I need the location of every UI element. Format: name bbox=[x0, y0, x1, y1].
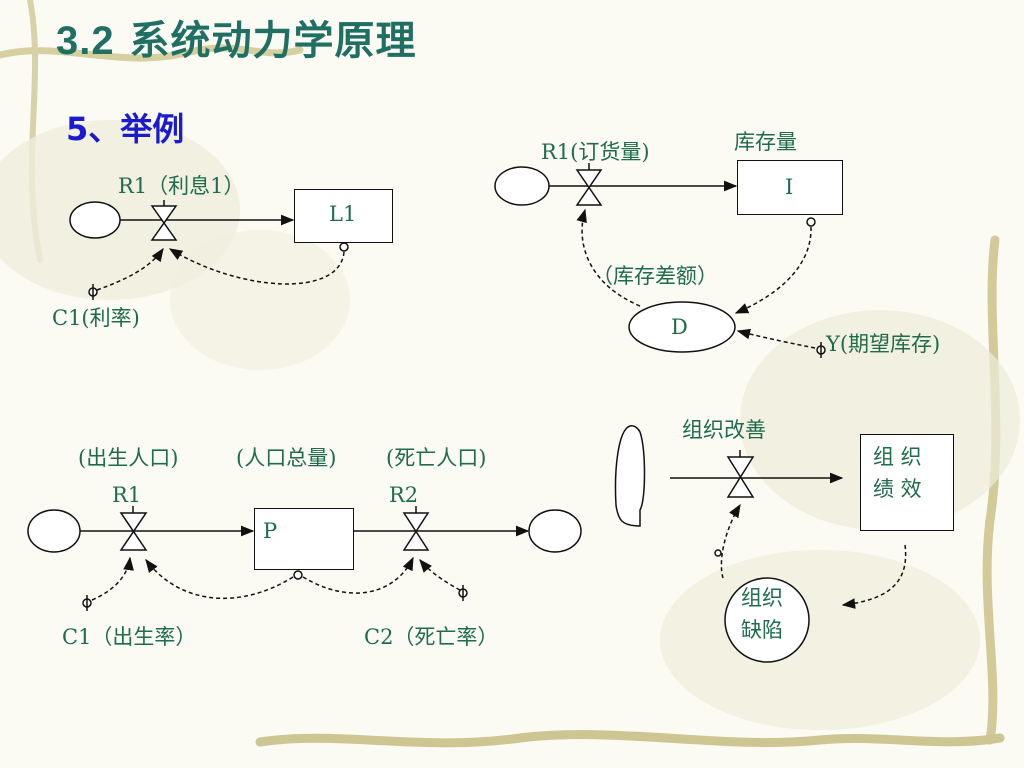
example4-level-line1: 组 织 bbox=[873, 445, 922, 469]
example3-rate-out-label: R2 bbox=[389, 483, 419, 507]
example2-level-box: I bbox=[737, 160, 843, 215]
example4-aux-circle bbox=[724, 577, 810, 663]
example1-rate-label: R1（利息1） bbox=[118, 174, 245, 198]
example2-rate-label: R1(订货量) bbox=[541, 140, 650, 164]
section-subtitle: 5、举例 bbox=[66, 110, 185, 148]
example2-gap-label: （库存差额） bbox=[592, 264, 718, 288]
example2-aux-label: D bbox=[671, 315, 688, 339]
example4-flow bbox=[614, 425, 844, 527]
example1-source-cloud bbox=[69, 201, 121, 239]
example3-level-label: P bbox=[263, 519, 278, 543]
example3-valve-out-icon bbox=[402, 512, 430, 551]
example3-in-name: (出生人口) bbox=[78, 446, 179, 470]
example2-source-cloud bbox=[494, 166, 550, 206]
example1-flow bbox=[69, 200, 295, 241]
example2-info-links bbox=[576, 208, 826, 358]
example2-aux-ellipse bbox=[628, 301, 736, 353]
example1-aux-label: C1(利率) bbox=[52, 306, 140, 330]
example2-level-label: I bbox=[785, 175, 794, 199]
example3-out-name: (死亡人口) bbox=[386, 446, 487, 470]
example1-level-box: L1 bbox=[294, 189, 393, 243]
title-number: 3.2 bbox=[56, 19, 115, 63]
example3-flow bbox=[27, 506, 582, 553]
example3-aux-out-label: C2（死亡率） bbox=[364, 625, 499, 649]
example2-level-title: 库存量 bbox=[734, 130, 797, 154]
example1-valve-icon bbox=[150, 205, 178, 241]
example3-valve-in-icon bbox=[119, 512, 148, 551]
example1-level-label: L1 bbox=[329, 202, 357, 226]
title-text: 系统动力学原理 bbox=[114, 18, 417, 64]
example4-source-cloud bbox=[614, 425, 646, 527]
example2-goal-label: Y(期望库存) bbox=[826, 332, 941, 356]
example1-aux-phi-icon bbox=[88, 284, 98, 300]
example3-aux-in-phi-icon bbox=[82, 595, 92, 611]
example3-source-cloud bbox=[27, 509, 81, 553]
example3-aux-in-label: C1（出生率） bbox=[62, 625, 197, 649]
example3-level-name: (人口总量) bbox=[236, 446, 337, 470]
example3-info-links bbox=[82, 556, 468, 611]
example2-goal-phi-icon bbox=[816, 342, 826, 358]
example4-rate-label: 组织改善 bbox=[682, 418, 766, 442]
example3-rate-in-label: R1 bbox=[112, 483, 142, 507]
example4-aux-line2: 缺陷 bbox=[741, 618, 783, 642]
example4-info-links bbox=[714, 503, 907, 663]
example1-info-links bbox=[88, 242, 349, 300]
page-title: 3.2 系统动力学原理 bbox=[56, 8, 417, 66]
example4-aux-line1: 组织 bbox=[741, 586, 783, 610]
example4-level-line2: 绩 效 bbox=[873, 477, 922, 501]
example2-flow bbox=[494, 163, 738, 206]
example4-valve-icon bbox=[726, 456, 755, 498]
example3-level-box: P bbox=[254, 508, 354, 570]
example3-aux-out-phi-icon bbox=[458, 585, 468, 601]
example4-level-box: 组 织 绩 效 bbox=[860, 434, 954, 531]
example3-sink-cloud bbox=[528, 509, 582, 553]
example2-valve-icon bbox=[575, 169, 603, 206]
